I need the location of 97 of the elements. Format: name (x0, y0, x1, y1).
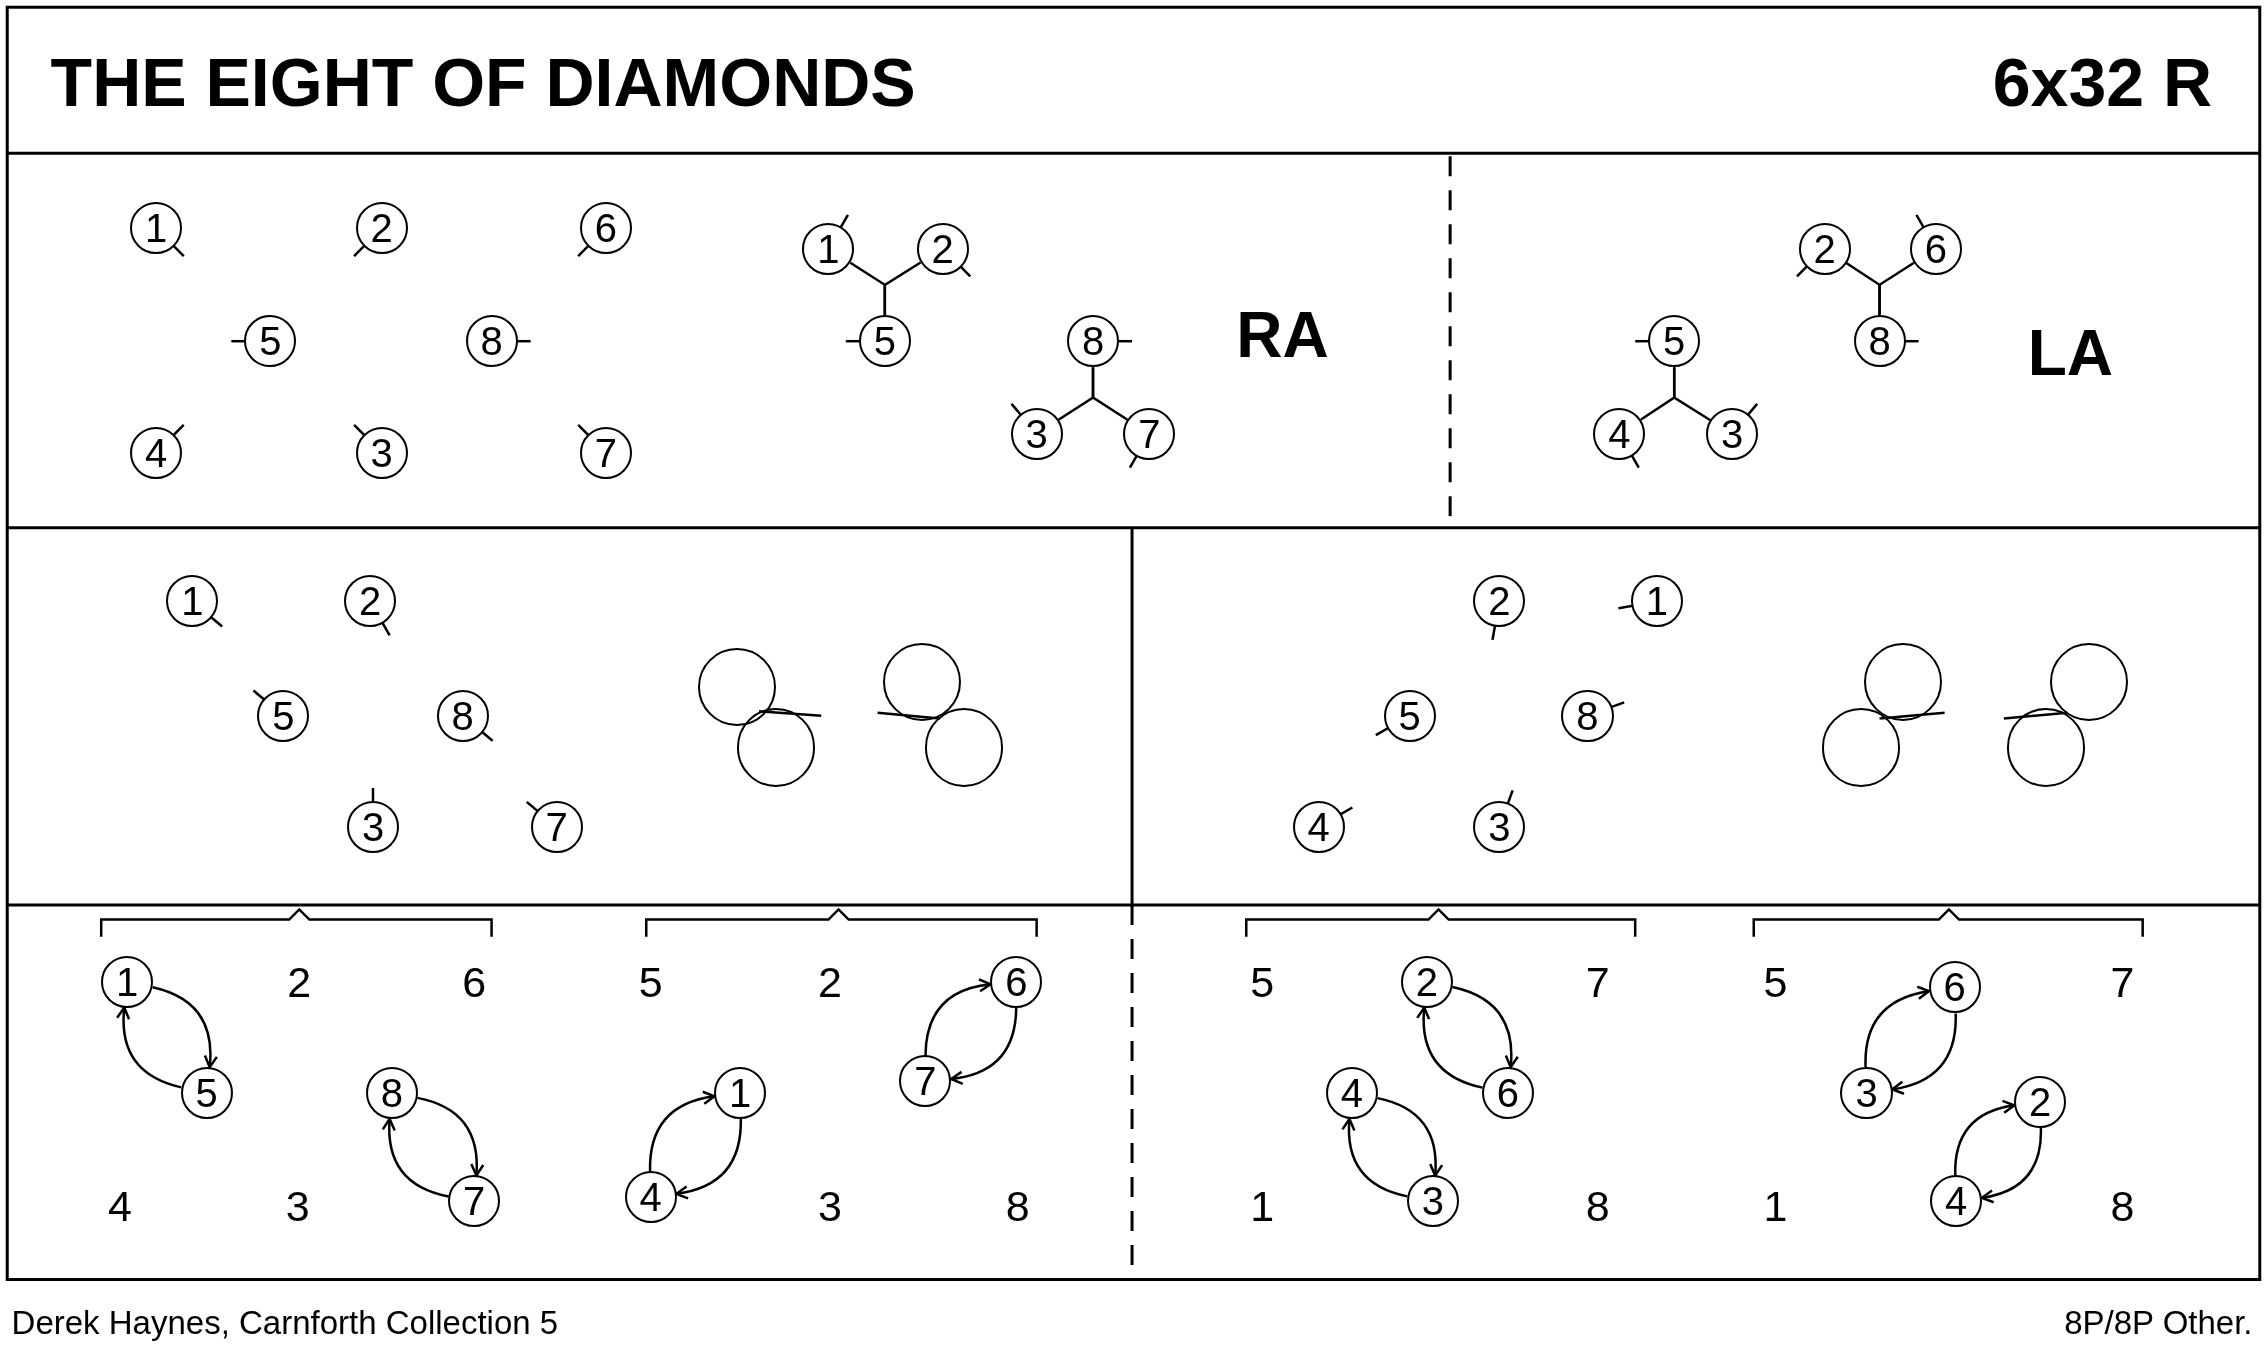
dancer-circle: 3 (347, 800, 400, 853)
dancer-circle: 4 (130, 426, 183, 479)
dancer-circle: 8 (365, 1067, 418, 1120)
dancer-circle: 8 (436, 689, 489, 742)
dance-title: THE EIGHT OF DIAMONDS (50, 43, 916, 122)
curved-arrow (1377, 1096, 1443, 1177)
dancer-circle: 3 (1473, 800, 1526, 853)
dancer-circle: 3 (1706, 407, 1759, 460)
position-number: 5 (638, 957, 663, 1007)
dancer-circle: 1 (166, 575, 219, 628)
hand-line (883, 261, 922, 316)
source-note: Derek Haynes, Carnforth Collection 5 (11, 1303, 559, 1342)
curved-arrow (116, 1006, 182, 1089)
dancer-circle: 2 (355, 202, 408, 255)
empty-circle (925, 708, 1004, 787)
position-number: 7 (2110, 957, 2135, 1007)
empty-circle (1821, 708, 1900, 787)
dancer-circle: 6 (1481, 1067, 1534, 1120)
curved-arrow (648, 1091, 716, 1172)
dancer-circle: 7 (899, 1055, 952, 1108)
dancer-circle: 7 (1123, 407, 1176, 460)
dancer-circle: 8 (465, 315, 518, 368)
hand-line (1673, 367, 1711, 421)
curved-arrow (1341, 1117, 1408, 1198)
curved-arrow (1416, 1006, 1483, 1089)
hand-line (1878, 261, 1915, 316)
curved-arrow (1891, 1013, 1957, 1095)
figure-label: LA (2027, 315, 2113, 390)
dancer-circle: 2 (1798, 222, 1851, 275)
dancer-circle: 6 (579, 202, 632, 255)
set-format: 6x32 R (1992, 43, 2213, 122)
position-number: 1 (1250, 1181, 1275, 1231)
dancer-circle: 5 (257, 689, 310, 742)
position-number: 8 (1005, 1181, 1030, 1231)
position-number: 5 (1763, 957, 1788, 1007)
dancer-circle: 3 (1840, 1067, 1893, 1120)
position-number: 2 (287, 957, 312, 1007)
curved-arrow (1980, 1127, 2043, 1203)
position-number: 3 (285, 1181, 310, 1231)
curved-arrow (924, 978, 992, 1056)
dancer-circle: 1 (714, 1067, 767, 1120)
hand-line (1091, 367, 1129, 421)
dancer-circle: 5 (244, 315, 297, 368)
dancer-circle: 7 (448, 1175, 501, 1228)
curved-arrow (1452, 985, 1519, 1069)
position-number: 8 (1585, 1181, 1610, 1231)
dancer-circle: 1 (802, 222, 855, 275)
position-number: 7 (1585, 957, 1610, 1007)
position-number: 4 (108, 1181, 132, 1231)
dancer-circle: 5 (1383, 689, 1436, 742)
dancer-circle: 2 (344, 575, 397, 628)
dancer-circle: 3 (1406, 1175, 1459, 1228)
empty-circle (698, 647, 777, 726)
dancer-circle: 2 (916, 222, 969, 275)
dancer-circle: 4 (1593, 407, 1646, 460)
dancer-circle: 4 (1930, 1175, 1983, 1228)
position-number: 6 (462, 957, 487, 1007)
dancer-circle: 5 (1648, 315, 1701, 368)
position-number: 3 (817, 1181, 842, 1231)
empty-circle (2006, 708, 2085, 787)
position-number: 2 (817, 957, 842, 1007)
dancer-circle: 4 (1292, 800, 1345, 853)
dancer-circle: 8 (1853, 315, 1906, 368)
empty-circle (883, 643, 962, 722)
set-note: 8P/8P Other. (2064, 1303, 2253, 1342)
dancer-circle: 5 (858, 315, 911, 368)
curved-arrow (417, 1096, 485, 1177)
dancer-circle: 3 (355, 426, 408, 479)
dancer-circle: 1 (130, 202, 183, 255)
empty-circle (737, 708, 816, 787)
curved-arrow (152, 986, 218, 1069)
dancer-circle: 2 (1400, 955, 1453, 1008)
dancer-circle: 2 (1473, 575, 1526, 628)
curved-arrow (675, 1119, 743, 1200)
dancer-circle: 2 (2014, 1075, 2067, 1128)
curved-arrow (1864, 986, 1931, 1067)
dancer-circle: 4 (1325, 1067, 1378, 1120)
dancer-circle: 6 (990, 955, 1043, 1008)
position-number: 5 (1250, 957, 1275, 1007)
empty-circle (1863, 643, 1942, 722)
dancer-circle: 8 (1067, 315, 1120, 368)
empty-circle (2050, 643, 2129, 722)
dancer-circle: 4 (624, 1171, 677, 1224)
dancer-circle: 6 (1909, 222, 1962, 275)
position-number: 8 (2110, 1181, 2135, 1231)
curved-arrow (1954, 1100, 2016, 1176)
position-number: 1 (1763, 1181, 1788, 1231)
dancer-circle: 8 (1561, 689, 1614, 742)
dancer-circle: 5 (180, 1067, 233, 1120)
dancer-circle: 6 (1928, 961, 1981, 1014)
curved-arrow (381, 1117, 449, 1198)
dancer-circle: 7 (579, 426, 632, 479)
dancer-circle: 1 (1630, 575, 1683, 628)
figure-label: RA (1236, 298, 1329, 373)
dancer-circle: 3 (1010, 407, 1063, 460)
dancer-circle: 1 (101, 955, 154, 1008)
dancer-circle: 7 (530, 800, 583, 853)
